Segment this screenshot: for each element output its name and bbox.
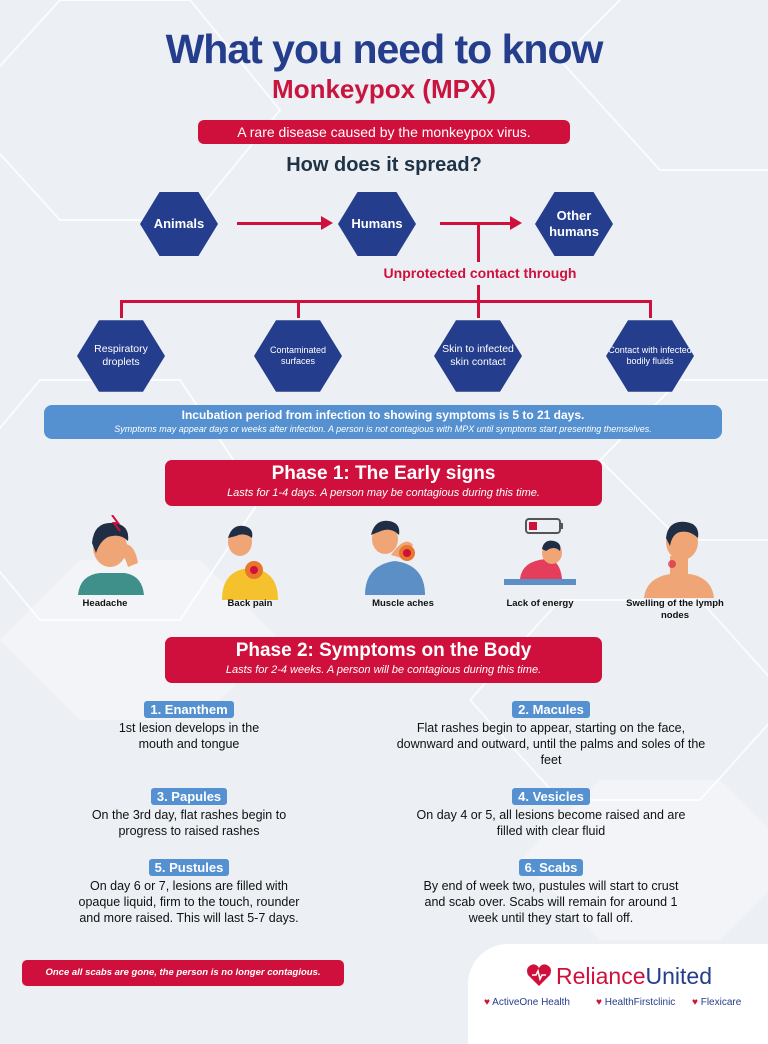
arrow-humans-other-line: [440, 222, 512, 225]
stage-text: 1st lesion develops in the mouth and ton…: [118, 721, 260, 751]
partner-label: HealthFirstclinic: [604, 997, 676, 1008]
page-title: What you need to know: [165, 26, 604, 72]
partner-heart-icon: ♥: [484, 997, 493, 1008]
page-subtitle: Monkeypox (MPX): [272, 74, 496, 104]
stage-text: By end of week two, pustules will start …: [423, 879, 679, 925]
stage-text: On the 3rd day, flat rashes begin to pro…: [91, 808, 287, 838]
stage-badge: 6. Scabs: [518, 859, 584, 876]
brand-name-b: United: [645, 963, 712, 989]
phase2-banner: Phase 2: Symptoms on the Body Lasts for …: [165, 637, 602, 683]
contact-label: Unprotected contact through: [383, 265, 577, 281]
back-pain-figure: [222, 525, 278, 600]
stage-enanthem: 1. Enanthem 1st lesion develops in the m…: [29, 701, 349, 752]
phase1-banner: Phase 1: The Early signs Lasts for 1-4 d…: [165, 460, 602, 506]
hex-route-respiratory: Respiratory droplets: [77, 320, 165, 392]
arrow-humans-other-head: [510, 216, 522, 230]
stage-macules: 2. Macules Flat rashes begin to appear, …: [391, 701, 711, 768]
stage-text: On day 4 or 5, all lesions become raised…: [416, 808, 686, 838]
stage-badge: 4. Vesicles: [512, 788, 590, 805]
phase2-title: Phase 2: Symptoms on the Body: [235, 640, 532, 661]
partner-label: ActiveOne Health: [492, 997, 570, 1008]
brand-name: RelianceUnited: [556, 962, 712, 990]
stage-badge: 5. Pustules: [148, 859, 230, 876]
connector-to-contact: [477, 224, 480, 262]
stage-vesicles: 4. Vesicles On day 4 or 5, all lesions b…: [391, 788, 711, 839]
brand-panel: [468, 944, 768, 1044]
route-drop-3: [477, 300, 480, 318]
stage-badge: 1. Enanthem: [144, 701, 234, 718]
stage-text: Flat rashes begin to appear, starting on…: [396, 721, 706, 767]
partner-label: Flexicare: [700, 997, 742, 1008]
sign-swelling-lymph-nodes: Swelling of the lymph nodes: [626, 598, 724, 621]
brand-name-a: Reliance: [556, 963, 646, 989]
headache-figure: [78, 515, 144, 595]
route-drop-1: [120, 300, 123, 318]
stage-text: On day 6 or 7, lesions are filled with o…: [78, 879, 300, 925]
sign-muscle-aches: Muscle aches: [372, 598, 434, 609]
stage-papules: 3. Papules On the 3rd day, flat rashes b…: [29, 788, 349, 839]
phase1-title: Phase 1: The Early signs: [271, 463, 496, 484]
routes-bar: [120, 300, 652, 303]
partner-flexicare: ♥ Flexicare: [692, 996, 741, 1010]
phase1-subtitle: Lasts for 1-4 days. A person may be cont…: [227, 487, 540, 499]
arrow-animals-humans-head: [321, 216, 333, 230]
sign-lack-of-energy: Lack of energy: [506, 598, 574, 609]
stage-pustules: 5. Pustules On day 6 or 7, lesions are f…: [29, 859, 349, 926]
stage-badge: 2. Macules: [512, 701, 590, 718]
incubation-banner: Incubation period from infection to show…: [44, 405, 722, 439]
sign-back-pain: Back pain: [227, 598, 273, 609]
connector-down: [477, 285, 480, 303]
partner-activeone: ♥ ActiveOne Health: [484, 996, 570, 1010]
hex-route-fluids: Contact with infected bodily fluids: [606, 320, 694, 392]
partner-heart-icon: ♥: [596, 997, 605, 1008]
swollen-lymph-nodes-figure: [644, 521, 714, 598]
lack-of-energy-figure: [504, 518, 576, 585]
stage-scabs: 6. Scabs By end of week two, pustules wi…: [391, 859, 711, 926]
incubation-line2: Symptoms may appear days or weeks after …: [114, 424, 652, 434]
phase2-subtitle: Lasts for 2-4 weeks. A person will be co…: [225, 664, 542, 676]
stage-badge: 3. Papules: [150, 788, 228, 805]
partner-healthfirst: ♥ HealthFirstclinic: [596, 996, 675, 1010]
tagline-banner: A rare disease caused by the monkeypox v…: [198, 120, 570, 144]
footer-note: Once all scabs are gone, the person is n…: [22, 960, 344, 986]
partner-heart-icon: ♥: [692, 997, 701, 1008]
incubation-line1: Incubation period from infection to show…: [181, 408, 585, 422]
arrow-animals-humans-line: [237, 222, 323, 225]
sign-headache: Headache: [82, 598, 128, 609]
route-drop-2: [297, 300, 300, 318]
spread-question: How does it spread?: [286, 154, 482, 176]
heart-logo-icon: [527, 964, 551, 986]
muscle-aches-figure: [365, 520, 425, 595]
route-drop-4: [649, 300, 652, 318]
